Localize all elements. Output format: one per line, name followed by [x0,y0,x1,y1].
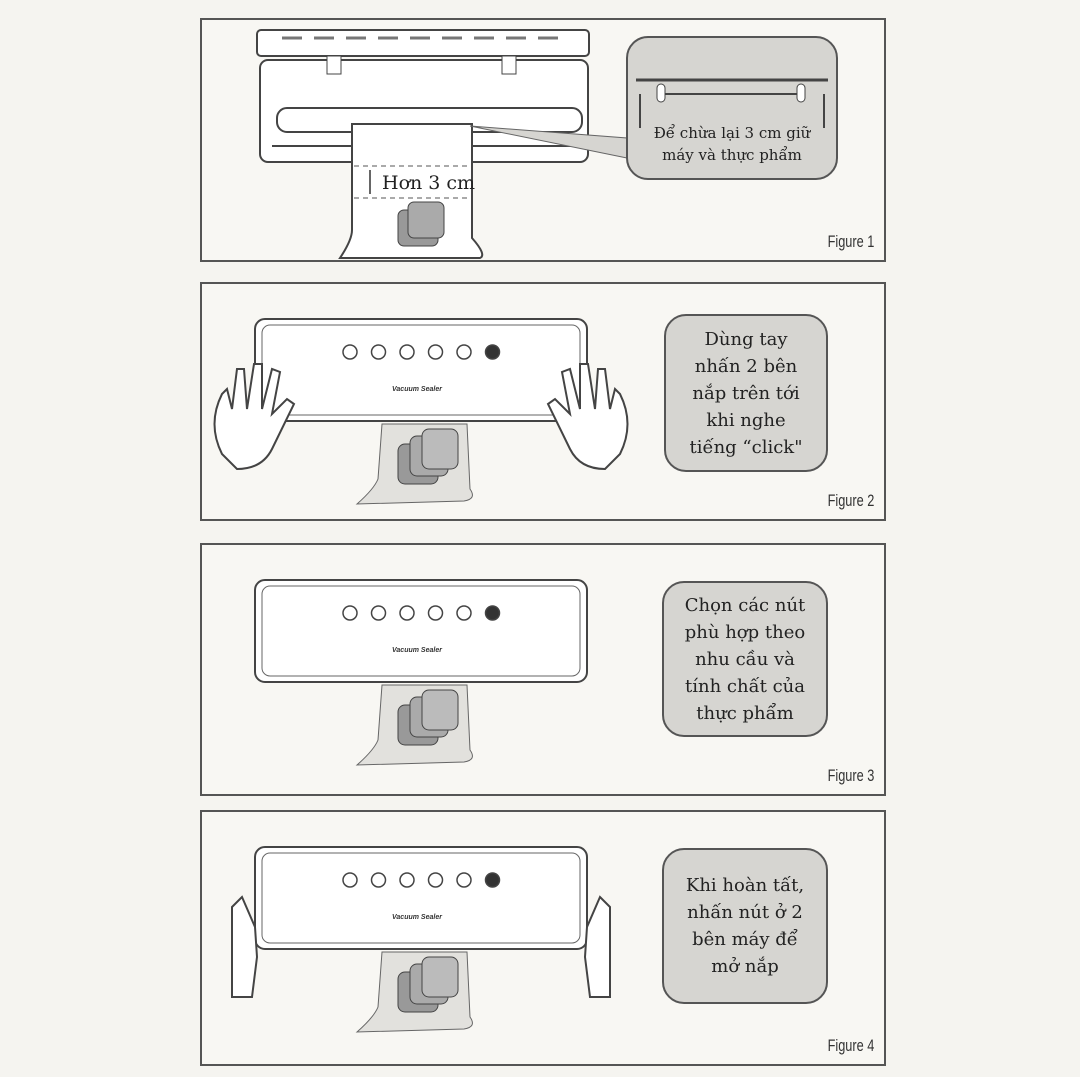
sealer-body [254,846,588,950]
food-icon [421,428,459,470]
callout-figure-1: Để chừa lại 3 cm giữ máy và thực phẩm [626,36,838,180]
control-button-icon [342,872,358,888]
control-button-icon [456,605,472,621]
figure-label: Figure 1 [827,232,874,251]
callout-text: Dùng tay nhấn 2 bên nắp trên tới khi ngh… [689,328,803,458]
figure-label: Figure 4 [827,1036,874,1055]
figure-2-panel: Vacuum Sealer Dùng tay nhấn 2 bên nắp tr… [200,282,886,521]
hand-icon [583,895,611,998]
callout-text: Để chừa lại 3 cm giữ máy và thực phẩm [653,124,811,164]
sealer-body [254,318,588,422]
food-icon [421,956,459,998]
hand-icon [213,363,296,471]
figure-3-panel: Vacuum Sealer Chọn các nút phù hợp theo … [200,543,886,796]
control-button-icon [342,344,358,360]
control-button-icon [399,872,415,888]
figure-4-panel: Vacuum Sealer Khi hoàn tất, nhấn nút ở 2… [200,810,886,1066]
machine-brand-label: Vacuum Sealer [392,914,443,921]
roller-detail-icon [636,78,828,128]
sealer-front-illustration: Vacuum Sealer [231,846,611,1033]
callout-figure-4: Khi hoàn tất, nhấn nút ở 2 bên máy để mở… [662,848,828,1004]
machine-brand-label: Vacuum Sealer [392,386,443,393]
control-button-icon [370,344,387,360]
control-button-icon [427,872,444,888]
figure-1-panel: Hơn 3 cm Để chừa lại 3 cm giữ máy và thự… [200,18,886,262]
callout-text: Khi hoàn tất, nhấn nút ở 2 bên máy để mở… [685,875,805,977]
sealer-body [254,579,588,683]
figure-label: Figure 3 [827,766,874,785]
callout-figure-2: Dùng tay nhấn 2 bên nắp trên tới khi ngh… [664,314,828,472]
measure-label: Hơn 3 cm [382,172,476,194]
callout-figure-3: Chọn các nút phù hợp theo nhu cầu và tín… [662,581,828,737]
callout-text: Chọn các nút phù hợp theo nhu cầu và tín… [684,594,806,724]
control-button-icon [456,872,472,888]
sealer-front-illustration: Vacuum Sealer [213,318,629,505]
control-button-icon [484,344,501,360]
control-button-icon [399,344,415,360]
machine-brand-label: Vacuum Sealer [392,647,443,654]
hand-outline [546,363,629,471]
hand-icon [546,363,629,471]
control-button-icon [399,605,415,621]
figure-label: Figure 2 [827,491,874,510]
food-icon [421,689,459,731]
sealer-lid-edge [261,852,581,944]
hand-outline [231,895,259,998]
control-button-icon [370,605,387,621]
control-button-icon [342,605,358,621]
control-button-icon [484,872,501,888]
hand-icon [231,895,259,998]
sealer-front-illustration: Vacuum Sealer [254,579,588,766]
control-button-icon [484,605,501,621]
sealer-lid-edge [261,585,581,677]
hand-outline [213,363,296,471]
control-button-icon [456,344,472,360]
control-button-icon [427,344,444,360]
control-button-icon [427,605,444,621]
hand-outline [583,895,611,998]
control-button-icon [370,872,387,888]
sealer-side-illustration [256,29,628,259]
